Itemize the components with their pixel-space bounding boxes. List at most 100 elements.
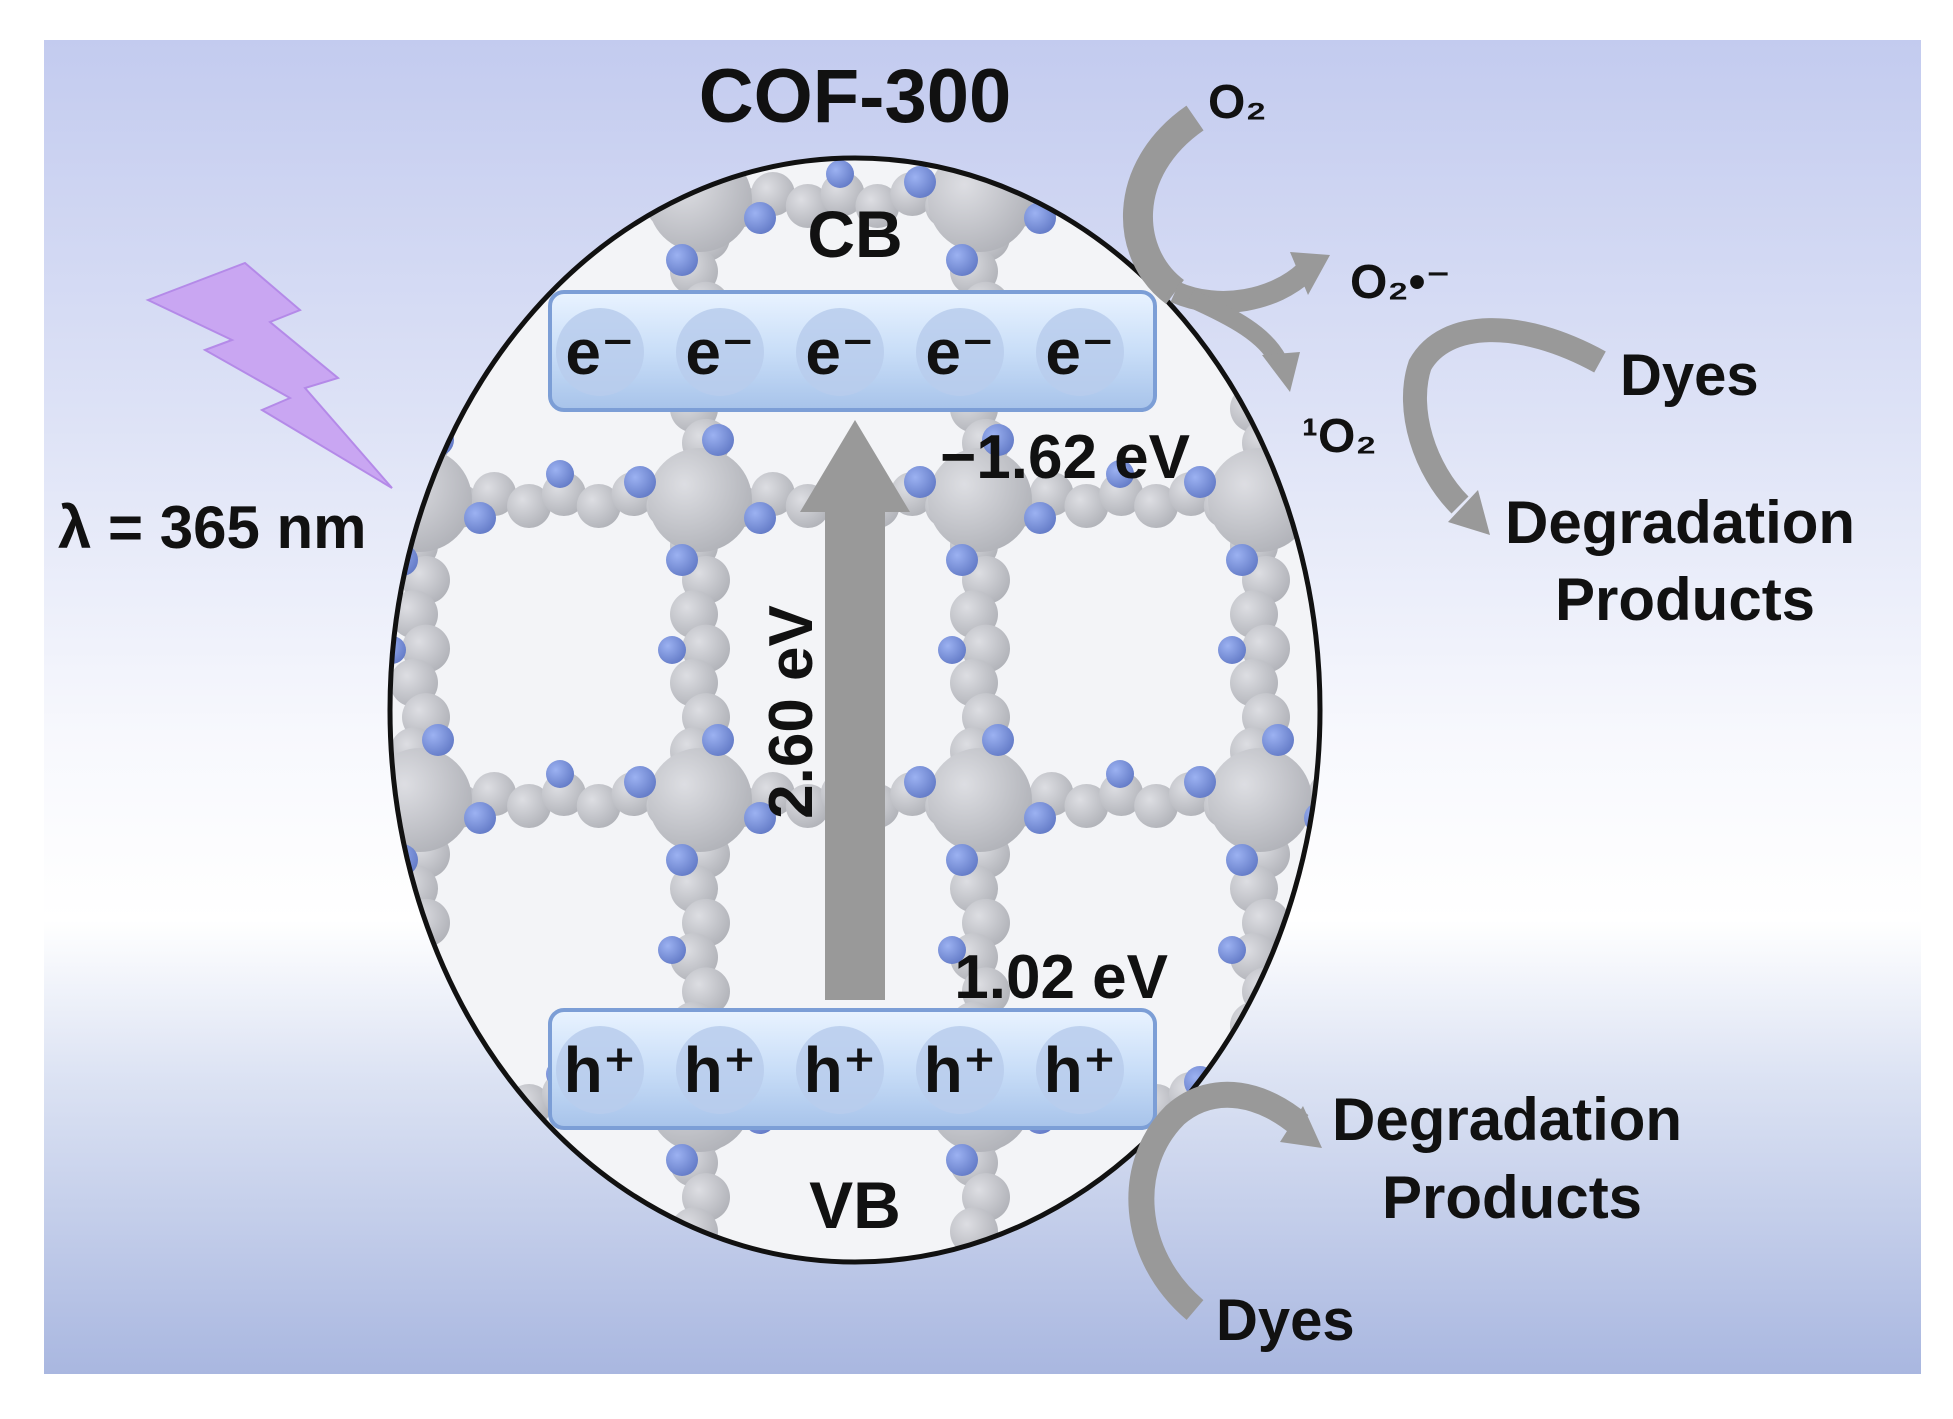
band-gap-label: 2.60 eV	[757, 605, 826, 819]
lattice-atom	[1378, 772, 1422, 816]
nitrogen-atom	[464, 202, 496, 234]
lattice-atom	[670, 1207, 718, 1256]
lattice-atom	[402, 76, 450, 124]
electron-carrier-label: e⁻	[805, 316, 874, 388]
lattice-atom	[1343, 484, 1387, 528]
lattice-atom	[682, 1241, 730, 1262]
lattice-atom	[1064, 784, 1109, 828]
lattice-node	[390, 748, 472, 852]
oval-outline	[387, 155, 1323, 1265]
lattice-atom	[402, 1241, 450, 1262]
lattice-atom	[390, 1001, 438, 1050]
lattice-atom	[437, 184, 482, 228]
hole-carrier-bubble	[796, 1026, 884, 1114]
nitrogen-atom	[1226, 544, 1258, 576]
lattice-atom	[402, 967, 450, 1016]
nitrogen-atom	[546, 760, 574, 788]
nitrogen-atom	[826, 160, 854, 188]
lattice-atom	[1242, 1241, 1290, 1262]
lattice-node	[928, 448, 1032, 552]
degradation-products-bottom-line1: Degradation	[1332, 1086, 1682, 1153]
lattice-atom	[402, 350, 450, 399]
lattice-node	[648, 448, 752, 552]
page-title: COF-300	[699, 54, 1012, 139]
nitrogen-atom	[464, 802, 496, 834]
lattice-atom	[390, 1070, 438, 1119]
lattice-atom	[298, 784, 342, 828]
lattice-atom	[1230, 1138, 1278, 1187]
electron-carrier-bubble	[556, 308, 644, 396]
lattice-atom	[390, 184, 412, 228]
hole-carrier-label: h⁺	[684, 1034, 757, 1106]
nitrogen-atom	[344, 166, 376, 198]
vb-label: VB	[809, 1168, 901, 1242]
nitrogen-atom	[744, 202, 776, 234]
lattice-atom	[402, 1173, 450, 1222]
lattice-atom	[402, 158, 450, 193]
degradation-products-bottom-line2: Products	[1382, 1164, 1642, 1231]
lattice-atom	[1134, 784, 1179, 828]
lightning-bolt-icon	[145, 261, 393, 489]
lattice-atom	[437, 1084, 482, 1128]
nitrogen-atom	[1106, 760, 1134, 788]
lattice-atom	[402, 1072, 447, 1116]
lattice-atom	[855, 184, 900, 228]
lattice-atom	[1168, 172, 1213, 216]
nitrogen-atom	[1184, 766, 1216, 798]
nitrogen-atom	[390, 936, 406, 964]
nitrogen-atom	[666, 244, 698, 276]
lattice-atom	[390, 1084, 412, 1128]
lattice-atom	[1242, 1036, 1290, 1084]
electron-carrier-label: e⁻	[1045, 316, 1114, 388]
nitrogen-atom	[946, 1144, 978, 1176]
lattice-node	[928, 748, 1032, 852]
lattice-atom	[1242, 213, 1290, 262]
valence-band: h⁺h⁺h⁺h⁺h⁺	[548, 1008, 1157, 1130]
lattice-atom	[507, 184, 552, 228]
nitrogen-atom	[982, 424, 1014, 456]
nitrogen-atom	[464, 1102, 496, 1134]
nitrogen-atom	[946, 544, 978, 576]
nitrogen-atom	[546, 460, 574, 488]
hole-carrier-label: h⁺	[1044, 1034, 1117, 1106]
lattice-atom	[1064, 484, 1109, 528]
lattice-atom	[298, 184, 342, 228]
lattice-atom	[402, 281, 450, 330]
lattice-node	[1208, 748, 1312, 852]
lattice-atom	[390, 247, 438, 296]
nitrogen-atom	[464, 502, 496, 534]
lattice-atom	[1343, 784, 1387, 828]
lattice-atom	[1343, 184, 1387, 228]
cb-label: CB	[807, 197, 902, 271]
nitrogen-atom	[1226, 244, 1258, 276]
nitrogen-atom	[982, 724, 1014, 756]
nitrogen-atom	[422, 124, 454, 156]
nitrogen-atom	[624, 466, 656, 498]
lattice-atom	[1273, 184, 1318, 228]
vb-energy-label: 1.02 eV	[954, 943, 1168, 1012]
lattice-atom	[611, 172, 656, 216]
lattice-atom	[1230, 178, 1278, 227]
lattice-atom	[1308, 172, 1320, 216]
nitrogen-atom	[624, 166, 656, 198]
lattice-atom	[670, 1276, 718, 1324]
nitrogen-atom	[422, 1024, 454, 1056]
dyes-label-top: Dyes	[1620, 343, 1759, 408]
lattice-atom	[402, 172, 447, 216]
lattice-atom	[402, 213, 450, 262]
hole-carrier-label: h⁺	[564, 1034, 637, 1106]
nitrogen-atom	[904, 766, 936, 798]
nitrogen-atom	[1262, 124, 1294, 156]
nitrogen-atom	[744, 802, 776, 834]
o2-label: O₂	[1208, 76, 1267, 129]
superoxide-label: O₂•⁻	[1350, 256, 1451, 309]
lattice-atom	[390, 1276, 438, 1324]
lattice-node	[390, 448, 472, 552]
electron-carrier-bubble	[1036, 308, 1124, 396]
hole-carrier-bubble	[556, 1026, 644, 1114]
hole-carrier-bubble	[676, 1026, 764, 1114]
lattice-atom	[1203, 184, 1248, 228]
lattice-atom	[1242, 158, 1290, 193]
lattice-atom	[1134, 484, 1179, 528]
conduction-band: e⁻e⁻e⁻e⁻e⁻	[548, 290, 1157, 412]
